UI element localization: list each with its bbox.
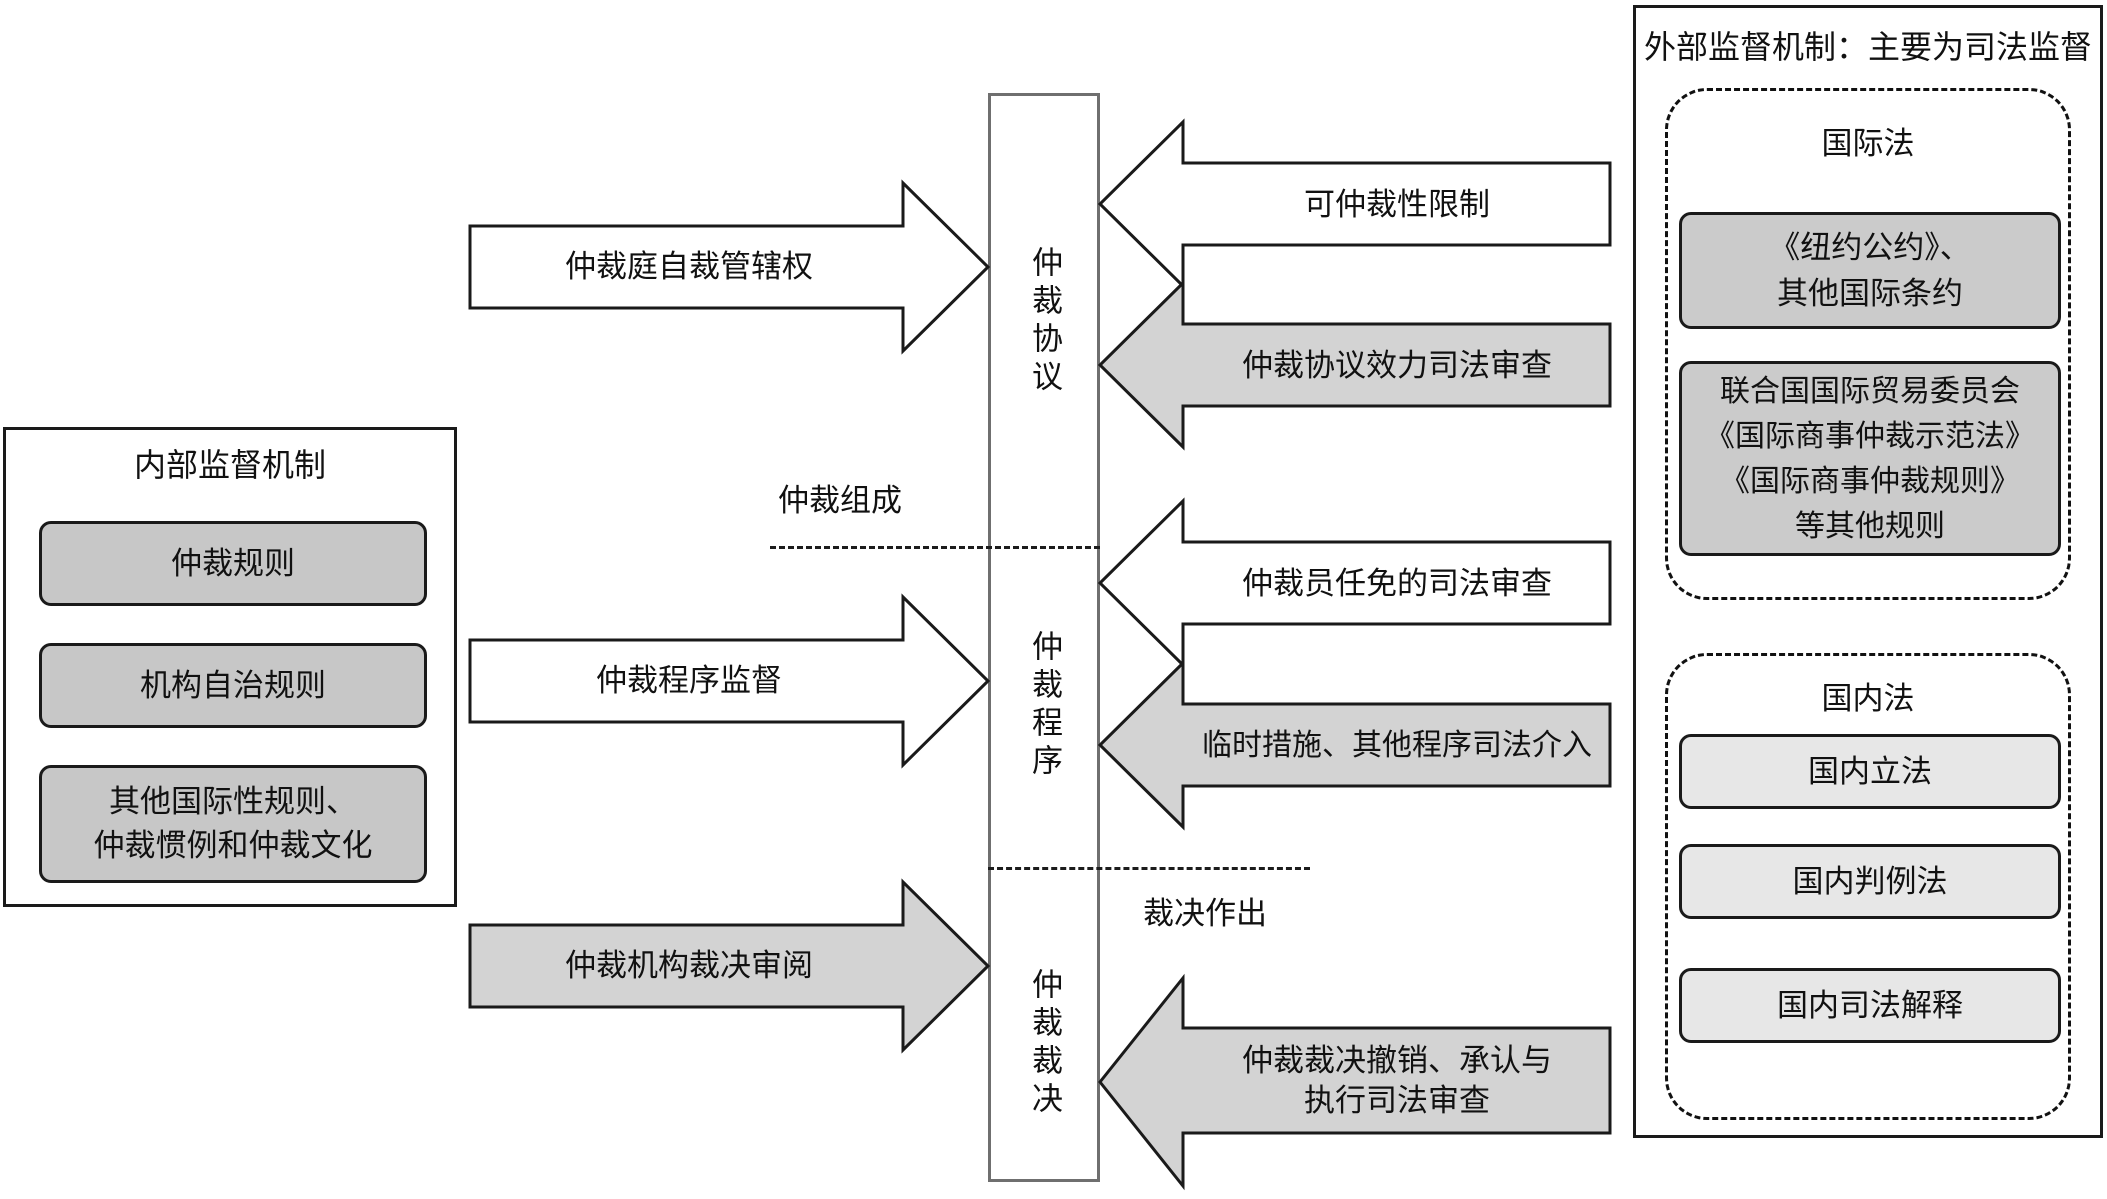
arrow-institution-award-review (468, 878, 991, 1054)
arrow-label-institution-award-review: 仲裁机构裁决审阅 (565, 948, 813, 983)
domestic-legislation-box: 国内立法 (1679, 734, 2061, 809)
internal-item-arbitration-rules: 仲裁规则 (39, 521, 427, 606)
arrow-tribunal-jurisdiction (468, 179, 991, 355)
internal-item-institution-autonomy-rules: 机构自治规则 (39, 643, 427, 728)
domestic-caselaw-box: 国内判例法 (1679, 844, 2061, 919)
arrow-award-setaside-enforcement-review (1098, 973, 1612, 1191)
uncitral-rules-box: 联合国国际贸易委员会 《国际商事仲裁示范法》 《国际商事仲裁规则》 等其他规则 (1679, 361, 2061, 556)
arrow-procedure-supervision (468, 593, 991, 769)
internal-item-other-international-rules: 其他国际性规则、 仲裁惯例和仲裁文化 (39, 765, 427, 883)
external-supervision-title: 外部监督机制：主要为司法监督 (1643, 29, 2092, 65)
domestic-law-title: 国内法 (1821, 681, 1915, 716)
arrow-arbitrability-limit (1097, 118, 1612, 290)
arrow-label-arbitrator-appointment-review: 仲裁员任免的司法审查 (1242, 566, 1552, 601)
domestic-law-group: 国内法 国内立法 国内判例法 国内司法解释 (1665, 653, 2071, 1120)
arrow-label-procedure-supervision: 仲裁程序监督 (596, 663, 782, 698)
international-law-title: 国际法 (1821, 126, 1915, 161)
phase-label-award-issued: 裁决作出 (1143, 896, 1267, 931)
arrow-label-tribunal-jurisdiction: 仲裁庭自裁管辖权 (565, 249, 813, 284)
international-law-group: 国际法 《纽约公约》、 其他国际条约 联合国国际贸易委员会 《国际商事仲裁示范法… (1665, 88, 2071, 600)
domestic-judicial-interpretation-box: 国内司法解释 (1679, 968, 2061, 1043)
external-supervision-panel: 外部监督机制：主要为司法监督 国际法 《纽约公约》、 其他国际条约 联合国国际贸… (1633, 5, 2103, 1138)
arrow-arbitrator-appointment-review (1097, 497, 1612, 669)
arrow-label-arbitrability-limit: 可仲裁性限制 (1304, 187, 1490, 222)
stage-award: 仲裁裁决 (1027, 968, 1062, 1120)
arrow-agreement-validity-review (1097, 279, 1612, 451)
arrow-label-interim-measures-intervention: 临时措施、其他程序司法介入 (1202, 729, 1592, 762)
divider-composition (770, 546, 1100, 549)
stage-procedure: 仲裁程序 (1027, 630, 1062, 782)
arrow-interim-measures-intervention (1097, 659, 1612, 831)
central-stage-column (988, 93, 1100, 1182)
ny-convention-box: 《纽约公约》、 其他国际条约 (1679, 212, 2061, 329)
internal-supervision-title: 内部监督机制 (133, 447, 326, 483)
phase-label-composition: 仲裁组成 (778, 483, 902, 518)
internal-supervision-panel: 内部监督机制 仲裁规则 机构自治规则 其他国际性规则、 仲裁惯例和仲裁文化 (3, 427, 457, 907)
divider-award-issued (988, 867, 1310, 870)
stage-agreement: 仲裁协议 (1027, 246, 1062, 398)
arrow-label-award-setaside-enforcement-review: 仲裁裁决撤销、承认与 执行司法审查 (1242, 1043, 1552, 1118)
arrow-label-agreement-validity-review: 仲裁协议效力司法审查 (1242, 348, 1552, 383)
